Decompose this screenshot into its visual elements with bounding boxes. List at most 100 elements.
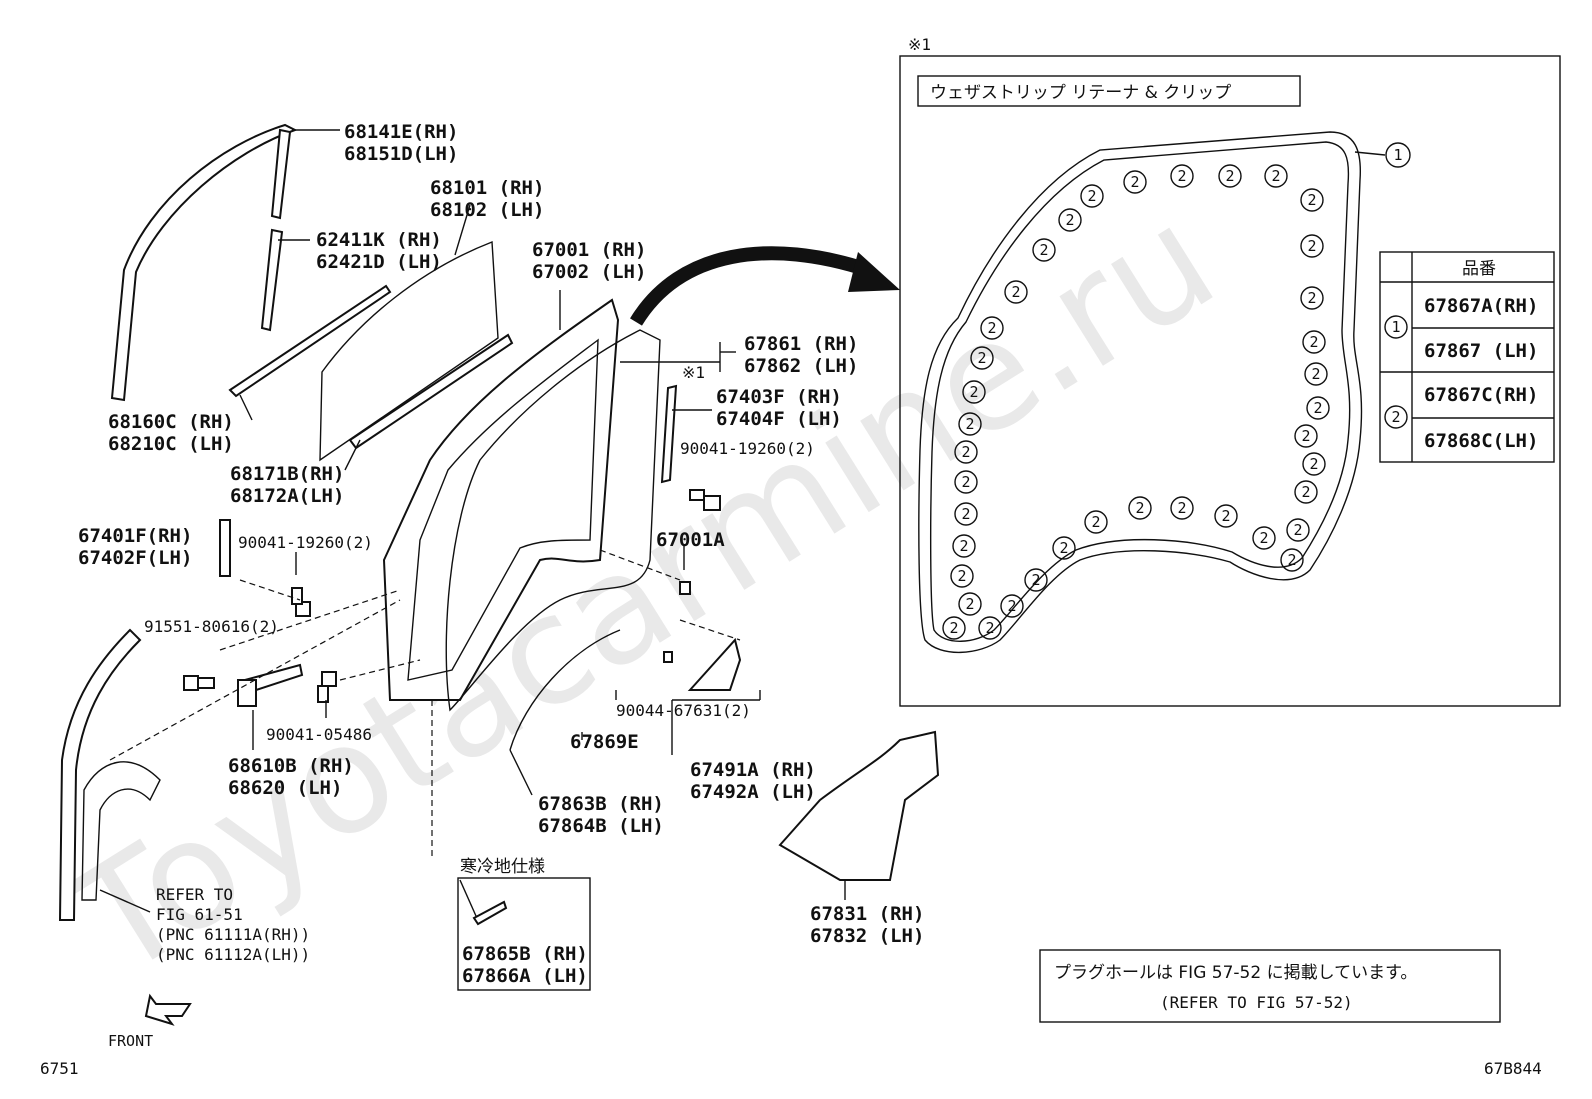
label-67491a: 67491A (RH) — [690, 759, 816, 781]
label-91551-80616: 91551-80616(2) — [144, 617, 279, 636]
clip-callout-number: 2 — [949, 619, 958, 637]
clip-callout-number: 2 — [961, 505, 970, 523]
table-part-67867: 67867 (LH) — [1424, 340, 1538, 362]
clip-callout-2: 2 — [1004, 280, 1028, 304]
clip-callout-number: 2 — [1271, 167, 1280, 185]
label-marker-ref: ※1 — [682, 363, 705, 382]
window-run-channel — [110, 123, 298, 402]
clip-callout-2: 2 — [962, 380, 986, 404]
clip-small — [663, 651, 673, 663]
clip-callout-2: 2 — [978, 616, 1002, 640]
clip-callout-2: 2 — [1306, 396, 1330, 420]
refer-note-box: プラグホールは FIG 57-52 に掲載しています。 (REFER TO FI… — [1039, 949, 1501, 1023]
door-components — [58, 123, 940, 1026]
label-68160c: 68160C (RH) — [108, 411, 234, 433]
body-pillar — [58, 628, 142, 921]
cold-spec-part — [472, 900, 508, 926]
service-hole-cover — [778, 730, 940, 881]
clip-callout-2: 2 — [1128, 496, 1152, 520]
front-arrow-icon — [144, 993, 192, 1026]
label-67401f: 67401F(RH) — [78, 525, 192, 547]
label-62421d: 62421D (LH) — [316, 251, 442, 273]
clip-callout-number: 2 — [961, 443, 970, 461]
cold-spec-box — [457, 877, 591, 991]
door-glass — [319, 241, 499, 462]
label-68210c: 68210C (LH) — [108, 433, 234, 455]
clip-callout-number: 2 — [1225, 167, 1234, 185]
clip-callout-number: 2 — [1311, 365, 1320, 383]
label-67001: 67001 (RH) — [532, 239, 646, 261]
clip-callout-number: 2 — [1259, 529, 1268, 547]
clip-callout-2: 2 — [1080, 184, 1104, 208]
label-67404f: 67404F (LH) — [716, 408, 842, 430]
refer-line-1: REFER TO — [156, 885, 233, 904]
clip-callout-2: 2 — [1123, 170, 1147, 194]
clip-callout-2: 2 — [1304, 362, 1328, 386]
lower-seal — [509, 629, 621, 751]
refer-line-2: FIG 61-51 — [156, 905, 243, 924]
clip-callout-2: 2 — [1170, 496, 1194, 520]
clip-callout-number: 2 — [1007, 597, 1016, 615]
label-67001a: 67001A — [656, 529, 725, 551]
label-67866a: 67866A (LH) — [462, 965, 588, 987]
table-key-2: 2 — [1391, 408, 1400, 426]
clip-callout-number: 2 — [1221, 507, 1230, 525]
table-part-67868c: 67868C(LH) — [1424, 430, 1538, 452]
clip-callout-2: 2 — [958, 592, 982, 616]
clip-callout-2: 2 — [950, 564, 974, 588]
clip-callout-2: 2 — [954, 470, 978, 494]
clip-callout-2: 2 — [1294, 424, 1318, 448]
clip-callout-number: 2 — [1177, 499, 1186, 517]
clip-callout-2: 2 — [1052, 536, 1076, 560]
label-68171b: 68171B(RH) — [230, 463, 344, 485]
detail-title-box — [917, 75, 1301, 107]
label-67863b: 67863B (RH) — [538, 793, 664, 815]
clip-callout-number: 2 — [985, 619, 994, 637]
clip-callout-2: 2 — [1302, 452, 1326, 476]
clip-callout-2: 2 — [958, 412, 982, 436]
label-68101: 68101 (RH) — [430, 177, 544, 199]
label-90041-19260-a: 90041-19260(2) — [680, 439, 815, 458]
clip-callout-2: 2 — [1214, 504, 1238, 528]
clip-callout-number: 2 — [1307, 237, 1316, 255]
label-67831: 67831 (RH) — [810, 903, 924, 925]
clip-callout-2: 2 — [1300, 234, 1324, 258]
illustration-code: 67B844 — [1484, 1059, 1542, 1078]
belt-molding-inner — [348, 333, 514, 450]
clip-callout-number: 2 — [1039, 241, 1048, 259]
clip-callout-2: 2 — [1280, 548, 1304, 572]
weatherstrip-outline-inner — [929, 141, 1351, 642]
clip-callout-2: 2 — [980, 316, 1004, 340]
clip-callout-number: 2 — [959, 537, 968, 555]
label-67002: 67002 (LH) — [532, 261, 646, 283]
bolt-2 — [291, 587, 311, 617]
clip-callout-2: 2 — [954, 502, 978, 526]
clip-callout-2: 2 — [1218, 164, 1242, 188]
clip-callout-2: 2 — [1000, 594, 1024, 618]
label-68172a: 68172A(LH) — [230, 485, 344, 507]
table-key-1: 1 — [1391, 318, 1400, 336]
leader-lines — [99, 129, 846, 917]
part-labels: 68141E(RH) 68151D(LH) 68101 (RH) 68102 (… — [40, 121, 1542, 1078]
label-67862: 67862 (LH) — [744, 355, 858, 377]
side-cover — [687, 637, 742, 691]
clip-callout-number: 2 — [1307, 289, 1316, 307]
label-68151d: 68151D(LH) — [344, 143, 458, 165]
label-68610b: 68610B (RH) — [228, 755, 354, 777]
clip-callout-2: 2 — [970, 346, 994, 370]
part-number-table: 品番 1 2 67867A(RH) 67867 (LH) 67867C(RH) … — [1379, 251, 1555, 463]
clip-callout-number: 2 — [1135, 499, 1144, 517]
clip-callout-number: 2 — [1309, 333, 1318, 351]
clip-callout-number: 2 — [977, 349, 986, 367]
clip-callout-2: 2 — [1286, 518, 1310, 542]
body-pillar-inner — [81, 761, 161, 901]
label-67865b: 67865B (RH) — [462, 943, 588, 965]
label-62411k: 62411K (RH) — [316, 229, 442, 251]
label-67861: 67861 (RH) — [744, 333, 858, 355]
clip-callout-number: 2 — [1065, 211, 1074, 229]
label-68620: 68620 (LH) — [228, 777, 342, 799]
callout-1-detail: 1 — [1385, 142, 1411, 168]
check-body — [237, 679, 257, 707]
